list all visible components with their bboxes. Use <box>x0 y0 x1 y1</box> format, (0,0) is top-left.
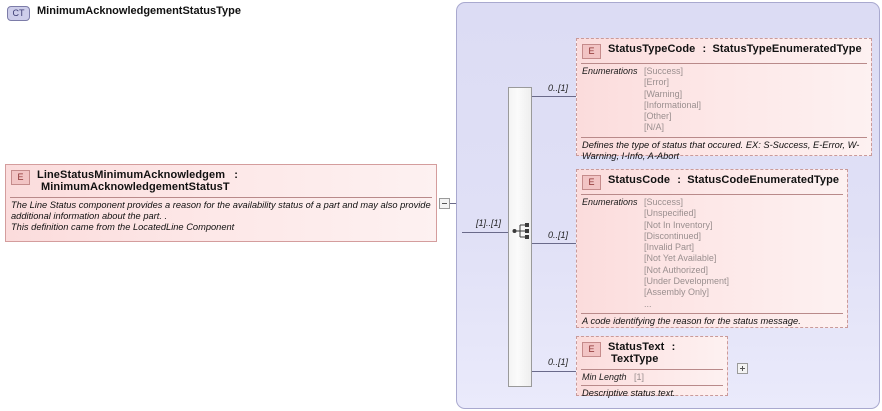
element-box-statustext[interactable]: E StatusText : TextType Min Length [1] D… <box>576 336 728 398</box>
root-element-title: LineStatusMinimumAcknowledgem : MinimumA… <box>37 169 432 193</box>
facet-value: [Warning] <box>644 88 683 99</box>
element-name: StatusText <box>608 341 665 353</box>
root-element-annotation: The Line Status component provides a rea… <box>6 198 436 236</box>
sequence-icon <box>512 223 529 239</box>
facet-label: Min Length <box>582 372 627 382</box>
facet-value: [N/A] <box>644 122 665 133</box>
facet-row: Enumerations [Success] [Error] [Warning]… <box>577 64 871 135</box>
annotation-line: Descriptive status text. <box>582 388 676 399</box>
element-type: TextType <box>611 353 659 365</box>
element-icon: E <box>582 175 601 190</box>
facet-label: Enumerations <box>582 197 638 207</box>
element-separator: : <box>702 43 707 55</box>
element-type: StatusTypeEnumeratedType <box>712 43 862 55</box>
root-element-header: E LineStatusMinimumAcknowledgem : Minimu… <box>6 165 436 197</box>
child-cardinality-label: 0..[1] <box>548 83 569 93</box>
facet-value: [Informational] <box>644 99 702 110</box>
connector-line <box>532 96 576 97</box>
complex-type-name: MinimumAcknowledgementStatusT <box>37 5 222 17</box>
element-title: StatusTypeCode : StatusTypeEnumeratedTyp… <box>608 43 862 55</box>
complex-type-name-wrap: ype <box>221 5 241 17</box>
element-header: E StatusCode : StatusCodeEnumeratedType <box>577 170 847 194</box>
facet-value: [Success] <box>644 66 684 76</box>
facet-value: [Not Authorized] <box>644 264 709 275</box>
facet-values: [Success] [Error] [Warning] [Information… <box>644 66 867 134</box>
element-title: StatusCode : StatusCodeEnumeratedType <box>608 174 839 186</box>
divider <box>581 385 723 387</box>
root-element-separator: : <box>234 169 239 181</box>
facet-row: Enumerations [Success] [Unspecified] [No… <box>577 195 847 311</box>
connector-line <box>532 243 576 244</box>
element-type: StatusCodeEnumeratedType <box>687 174 840 186</box>
root-element-box[interactable]: E LineStatusMinimumAcknowledgem : Minimu… <box>5 164 437 242</box>
element-icon: E <box>582 44 601 59</box>
connector-line <box>462 232 508 233</box>
facet-value: [Not Yet Available] <box>644 253 717 264</box>
divider <box>581 136 867 138</box>
facet-values: [Success] [Unspecified] [Not In Inventor… <box>644 197 843 310</box>
element-separator: : <box>671 341 676 353</box>
element-annotation: Defines the type of status that occured.… <box>577 138 871 165</box>
facet-value: [Error] <box>644 77 670 88</box>
facet-value: [Unspecified] <box>644 208 697 219</box>
divider <box>581 194 843 195</box>
element-name: StatusCode <box>608 174 671 186</box>
divider <box>10 197 432 198</box>
element-separator: : <box>677 174 682 186</box>
root-cardinality-label: [1]..[1] <box>476 218 502 228</box>
annotation-line: Warning, I-Info, A-Abort <box>582 150 680 161</box>
annotation-line: The Line Status component provides a rea… <box>11 200 431 210</box>
complex-type-title: MinimumAcknowledgementStatusType <box>37 5 241 17</box>
annotation-line: Defines the type of status that occured.… <box>582 139 860 150</box>
facet-value: [Invalid Part] <box>644 242 695 253</box>
element-box-statustypecode[interactable]: E StatusTypeCode : StatusTypeEnumeratedT… <box>576 38 872 161</box>
child-cardinality-label: 0..[1] <box>548 230 569 240</box>
root-element-name: LineStatusMinimumAcknowledgem <box>37 169 226 181</box>
element-icon: E <box>582 342 601 357</box>
annotation-line: This definition came from the LocatedLin… <box>11 222 235 232</box>
facet-value: [Assembly Only] <box>644 287 710 298</box>
facet-label: Enumerations <box>582 66 638 76</box>
facet-value: ... <box>644 298 652 309</box>
element-title: StatusText : TextType <box>608 341 723 365</box>
facet-values: [1] <box>634 372 723 383</box>
facet-value: [Under Development] <box>644 276 730 287</box>
statustext-expand-toggle[interactable] <box>737 363 748 374</box>
element-header: E StatusTypeCode : StatusTypeEnumeratedT… <box>577 39 871 63</box>
annotation-line: A code identifying the reason for the st… <box>582 315 801 326</box>
facet-value: [Not In Inventory] <box>644 219 713 230</box>
element-annotation: A code identifying the reason for the st… <box>577 314 847 330</box>
facet-value: [Discontinued] <box>644 230 702 241</box>
element-name: StatusTypeCode <box>608 43 696 55</box>
element-header: E StatusText : TextType <box>577 337 727 369</box>
divider <box>581 369 723 370</box>
facet-value: [Other] <box>644 111 672 122</box>
annotation-line: additional information about the part. . <box>11 211 168 221</box>
child-cardinality-label: 0..[1] <box>548 357 569 367</box>
root-collapse-toggle[interactable] <box>439 198 450 209</box>
complex-type-header: CT MinimumAcknowledgementStatusType <box>7 5 241 21</box>
connector-line <box>532 371 576 372</box>
element-box-statuscode[interactable]: E StatusCode : StatusCodeEnumeratedType … <box>576 169 848 328</box>
divider <box>581 63 867 64</box>
complextype-icon: CT <box>7 6 30 21</box>
divider <box>581 312 843 314</box>
facet-row: Min Length [1] <box>577 370 727 384</box>
element-annotation: Descriptive status text. <box>577 386 727 402</box>
element-icon: E <box>11 170 30 185</box>
facet-value: [Success] <box>644 197 684 207</box>
facet-value: [1] <box>634 372 645 382</box>
root-element-type: MinimumAcknowledgementStatusT <box>41 181 230 193</box>
